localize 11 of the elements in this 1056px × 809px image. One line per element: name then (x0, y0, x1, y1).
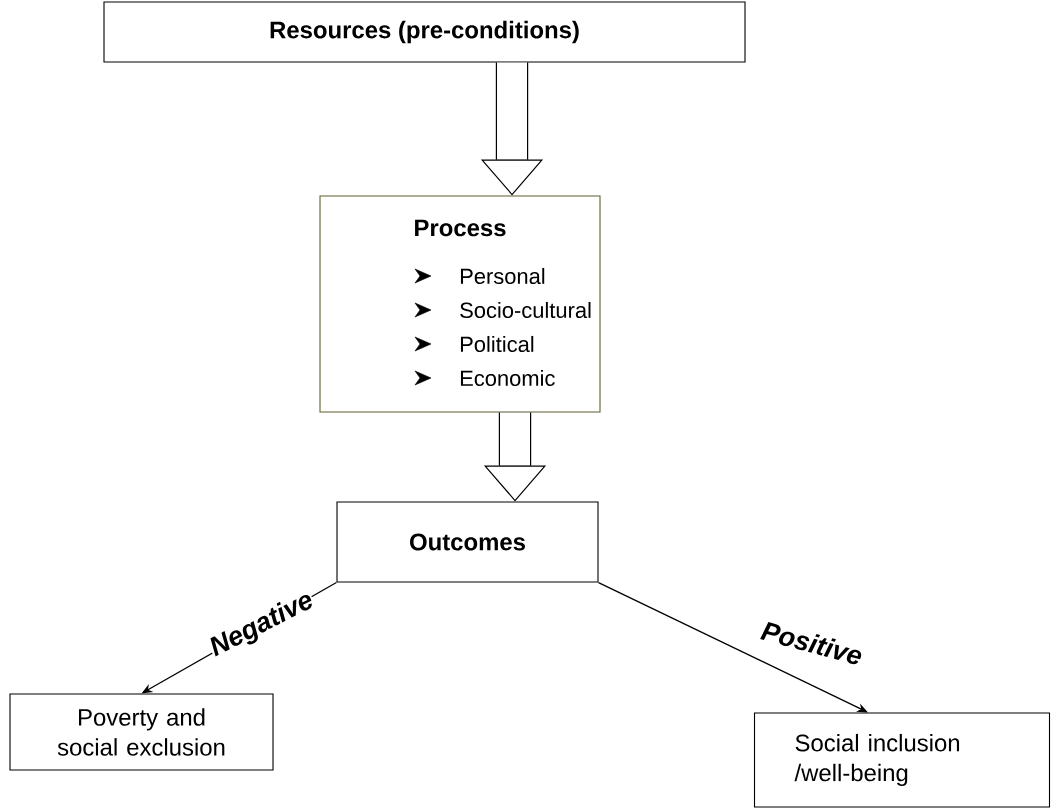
list-item: Economic (460, 369, 555, 387)
outcome-box: Poverty and social exclusion (9, 693, 274, 771)
outcome-box: Social inclusion /well-being (753, 712, 1051, 808)
list-heading: Process (415, 219, 506, 237)
list-item: Political (460, 335, 534, 353)
list-item: Personal (460, 267, 545, 285)
arrow (597, 581, 868, 713)
title-box: Resources (pre-conditions) (103, 1, 746, 63)
list-item: Socio-cultural (460, 301, 591, 319)
title-box: Outcomes (336, 501, 599, 583)
edge-label: Positive (758, 618, 866, 668)
